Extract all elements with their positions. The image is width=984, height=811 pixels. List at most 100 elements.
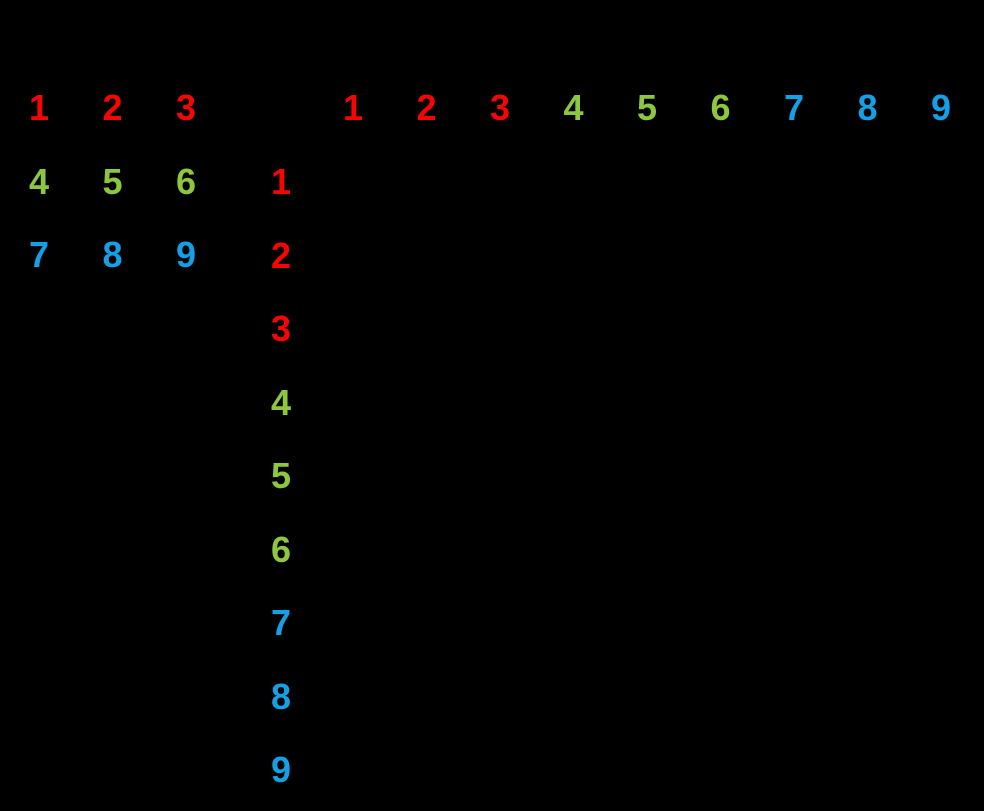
answer-cell-7x1[interactable]	[316, 586, 390, 660]
answer-cell-6x4[interactable]	[537, 513, 611, 587]
answer-cell-3x1[interactable]	[316, 292, 390, 366]
answer-cell-8x2[interactable]	[390, 660, 464, 734]
answer-cell-7x3[interactable]	[463, 586, 537, 660]
answer-cell-7x8[interactable]	[831, 586, 905, 660]
keypad-digit-8[interactable]: 8	[102, 234, 123, 275]
answer-cell-3x5[interactable]	[610, 292, 684, 366]
answer-cell-1x3[interactable]	[463, 145, 537, 219]
answer-cell-3x3[interactable]	[463, 292, 537, 366]
answer-cell-6x7[interactable]	[757, 513, 831, 587]
answer-cell-4x9[interactable]	[904, 366, 978, 440]
answer-cell-8x1[interactable]	[316, 660, 390, 734]
column-header-2: 2	[416, 87, 437, 128]
keypad-digit-2[interactable]: 2	[102, 87, 123, 128]
keypad-digit-1[interactable]: 1	[28, 87, 50, 128]
answer-cell-9x8[interactable]	[831, 733, 905, 807]
answer-cell-4x3[interactable]	[463, 366, 537, 440]
answer-cell-6x3[interactable]	[463, 513, 537, 587]
answer-cell-5x9[interactable]	[904, 439, 978, 513]
answer-cell-7x4[interactable]	[537, 586, 611, 660]
answer-cell-9x1[interactable]	[316, 733, 390, 807]
answer-cell-6x6[interactable]	[684, 513, 758, 587]
answer-cell-9x2[interactable]	[390, 733, 464, 807]
answer-cell-8x3[interactable]	[463, 660, 537, 734]
answer-cell-2x8[interactable]	[831, 219, 905, 293]
answer-cell-9x9[interactable]	[904, 733, 978, 807]
keypad-digit-9[interactable]: 9	[175, 234, 197, 275]
answer-cell-1x1[interactable]	[316, 145, 390, 219]
answer-cell-5x1[interactable]	[316, 439, 390, 513]
answer-cell-9x4[interactable]	[537, 733, 611, 807]
answer-cell-8x5[interactable]	[610, 660, 684, 734]
answer-cell-3x8[interactable]	[831, 292, 905, 366]
answer-cell-5x8[interactable]	[831, 439, 905, 513]
answer-cell-2x3[interactable]	[463, 219, 537, 293]
row-header-7: 7	[270, 602, 292, 643]
row-header-1: 1	[270, 161, 292, 202]
answer-cell-4x2[interactable]	[390, 366, 464, 440]
answer-cell-9x6[interactable]	[684, 733, 758, 807]
answer-cell-7x2[interactable]	[390, 586, 464, 660]
row-header-8: 8	[270, 675, 292, 717]
answer-cell-5x7[interactable]	[757, 439, 831, 513]
answer-cell-2x1[interactable]	[316, 219, 390, 293]
answer-cell-5x6[interactable]	[684, 439, 758, 513]
answer-cell-5x3[interactable]	[463, 439, 537, 513]
answer-cell-8x9[interactable]	[904, 660, 978, 734]
answer-cell-6x2[interactable]	[390, 513, 464, 587]
answer-cell-6x8[interactable]	[831, 513, 905, 587]
answer-cell-8x7[interactable]	[757, 660, 831, 734]
answer-cell-9x3[interactable]	[463, 733, 537, 807]
answer-cell-1x6[interactable]	[684, 145, 758, 219]
answer-cell-7x5[interactable]	[610, 586, 684, 660]
answer-cell-9x7[interactable]	[757, 733, 831, 807]
answer-cell-2x4[interactable]	[537, 219, 611, 293]
answer-cell-1x9[interactable]	[904, 145, 978, 219]
answer-cell-5x5[interactable]	[610, 439, 684, 513]
answer-cell-4x4[interactable]	[537, 366, 611, 440]
answer-cell-9x5[interactable]	[610, 733, 684, 807]
answer-cell-1x2[interactable]	[390, 145, 464, 219]
answer-cell-6x9[interactable]	[904, 513, 978, 587]
column-header-1: 1	[342, 87, 364, 128]
answer-cell-2x7[interactable]	[757, 219, 831, 293]
answer-cell-7x7[interactable]	[757, 586, 831, 660]
keypad-digit-7[interactable]: 7	[28, 234, 50, 275]
answer-cell-5x4[interactable]	[537, 439, 611, 513]
answer-cell-3x9[interactable]	[904, 292, 978, 366]
answer-cell-4x5[interactable]	[610, 366, 684, 440]
answer-grid	[316, 145, 978, 807]
answer-cell-1x4[interactable]	[537, 145, 611, 219]
answer-cell-8x4[interactable]	[537, 660, 611, 734]
answer-cell-5x2[interactable]	[390, 439, 464, 513]
answer-cell-3x4[interactable]	[537, 292, 611, 366]
answer-cell-3x6[interactable]	[684, 292, 758, 366]
answer-cell-1x8[interactable]	[831, 145, 905, 219]
answer-cell-1x5[interactable]	[610, 145, 684, 219]
keypad-digit-6[interactable]: 6	[175, 160, 197, 202]
answer-cell-7x6[interactable]	[684, 586, 758, 660]
answer-cell-2x6[interactable]	[684, 219, 758, 293]
row-header-2: 2	[270, 234, 292, 276]
answer-cell-4x6[interactable]	[684, 366, 758, 440]
keypad-digit-3[interactable]: 3	[175, 87, 197, 128]
keypad-digit-5[interactable]: 5	[102, 160, 123, 202]
answer-cell-3x2[interactable]	[390, 292, 464, 366]
answer-cell-7x9[interactable]	[904, 586, 978, 660]
answer-cell-8x6[interactable]	[684, 660, 758, 734]
row-header-9: 9	[270, 749, 292, 790]
answer-cell-2x5[interactable]	[610, 219, 684, 293]
answer-cell-2x2[interactable]	[390, 219, 464, 293]
answer-cell-8x8[interactable]	[831, 660, 905, 734]
answer-cell-1x7[interactable]	[757, 145, 831, 219]
column-header-6: 6	[710, 87, 731, 128]
answer-cell-4x7[interactable]	[757, 366, 831, 440]
answer-cell-4x1[interactable]	[316, 366, 390, 440]
answer-cell-4x8[interactable]	[831, 366, 905, 440]
answer-cell-6x5[interactable]	[610, 513, 684, 587]
answer-cell-3x7[interactable]	[757, 292, 831, 366]
answer-cell-6x1[interactable]	[316, 513, 390, 587]
keypad-digit-4[interactable]: 4	[28, 160, 50, 202]
answer-cell-2x9[interactable]	[904, 219, 978, 293]
